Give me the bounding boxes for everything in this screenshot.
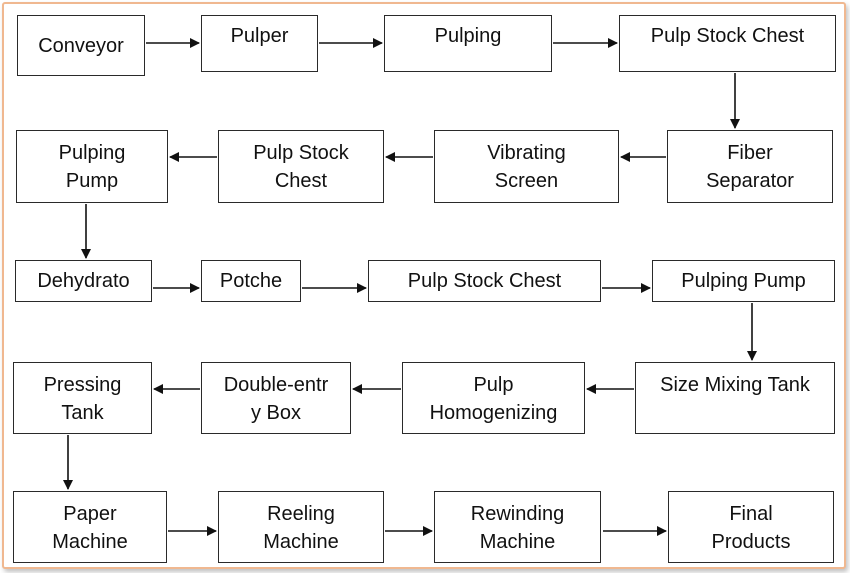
node-conveyor: Conveyor xyxy=(17,15,145,76)
node-pressing-tank: Pressing Tank xyxy=(13,362,152,434)
node-label: Pulp Stock Chest xyxy=(407,270,562,292)
node-label: Rewinding Machine xyxy=(470,503,565,553)
node-label: Double-entr y Box xyxy=(223,374,329,424)
node-paper-machine: Paper Machine xyxy=(13,491,167,563)
node-reeling-machine: Reeling Machine xyxy=(218,491,384,563)
node-pulp-stock-chest-2: Pulp Stock Chest xyxy=(218,130,384,203)
node-double-entry-box: Double-entr y Box xyxy=(201,362,351,434)
node-label: Final Products xyxy=(711,503,791,553)
node-label: Reeling Machine xyxy=(263,503,339,553)
node-pulping-pump-1: Pulping Pump xyxy=(16,130,168,203)
node-fiber-separator: Fiber Separator xyxy=(667,130,833,203)
node-dehydrato: Dehydrato xyxy=(15,260,152,302)
node-label: Fiber Separator xyxy=(706,142,794,192)
node-pulper: Pulper xyxy=(201,15,318,72)
node-label: Paper Machine xyxy=(52,503,128,553)
node-pulp-stock-chest-1: Pulp Stock Chest xyxy=(619,15,836,72)
node-potche: Potche xyxy=(201,260,301,302)
node-label: Pressing Tank xyxy=(43,374,122,424)
node-label: Pulping Pump xyxy=(681,270,806,292)
node-label: Conveyor xyxy=(38,34,124,57)
node-label: Pulp Homogenizing xyxy=(429,374,558,424)
node-vibrating-screen: Vibrating Screen xyxy=(434,130,619,203)
node-label: Size Mixing Tank xyxy=(660,374,810,396)
node-label: Dehydrato xyxy=(37,270,130,292)
node-label: Pulping Pump xyxy=(58,142,126,192)
node-pulp-homogenizing: Pulp Homogenizing xyxy=(402,362,585,434)
node-pulping: Pulping xyxy=(384,15,552,72)
node-label: Pulper xyxy=(230,25,289,47)
node-pulp-stock-chest-3: Pulp Stock Chest xyxy=(368,260,601,302)
node-rewinding-machine: Rewinding Machine xyxy=(434,491,601,563)
node-size-mixing-tank: Size Mixing Tank xyxy=(635,362,835,434)
node-final-products: Final Products xyxy=(668,491,834,563)
node-label: Vibrating Screen xyxy=(487,142,566,192)
node-label: Pulping xyxy=(434,25,502,47)
node-label: Pulp Stock Chest xyxy=(253,142,349,192)
node-label: Potche xyxy=(219,270,283,292)
node-pulping-pump-2: Pulping Pump xyxy=(652,260,835,302)
node-label: Pulp Stock Chest xyxy=(650,25,805,47)
